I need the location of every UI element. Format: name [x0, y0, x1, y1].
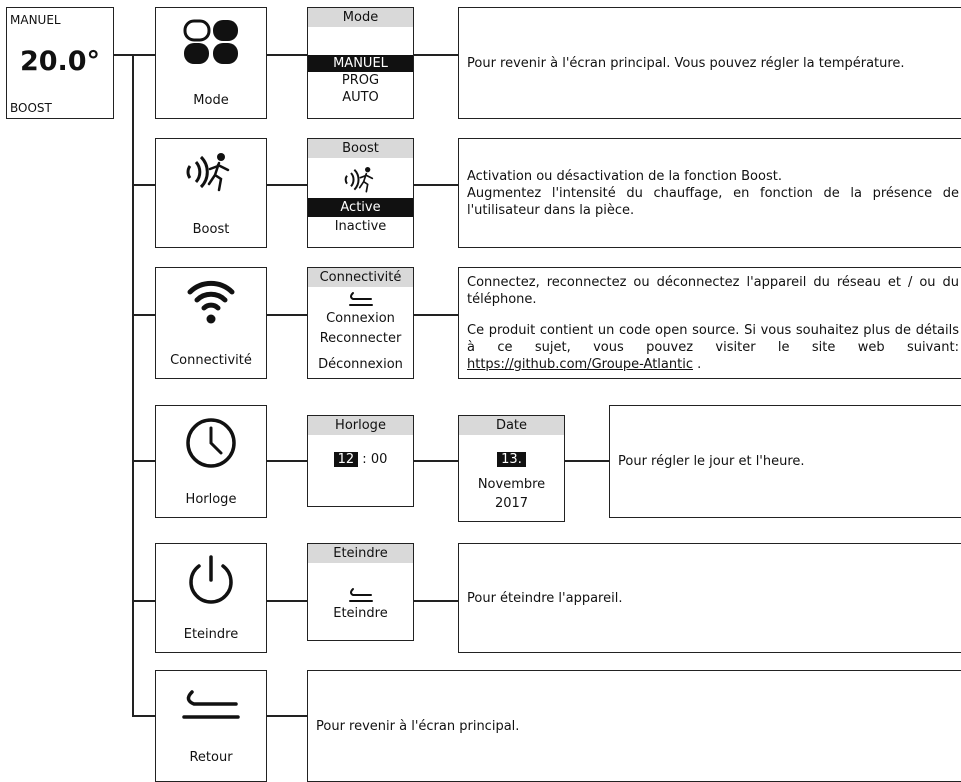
- main-screen: MANUEL 20.0° BOOST: [6, 7, 114, 119]
- eteindre-return-icon[interactable]: [347, 587, 375, 603]
- mode-option-auto[interactable]: AUTO: [342, 90, 379, 105]
- connectivite-option-deconnexion[interactable]: Déconnexion: [318, 357, 403, 372]
- main-screen-mode: MANUEL: [10, 13, 61, 27]
- horloge-hour[interactable]: 12: [333, 452, 359, 467]
- menu-item-horloge[interactable]: Horloge: [155, 405, 267, 518]
- eteindre-screen: Eteindre Eteindre: [307, 543, 414, 641]
- menu-item-boost-label: Boost: [192, 222, 230, 237]
- horloge-screen-title: Horloge: [308, 416, 413, 435]
- connectivite-description-line-1: Connectez, reconnectez ou déconnectez l'…: [467, 274, 959, 307]
- boost-screen-title: Boost: [308, 139, 413, 158]
- eteindre-option[interactable]: Eteindre: [333, 606, 388, 621]
- date-screen: Date 13. Novembre 2017: [458, 415, 565, 522]
- menu-item-mode[interactable]: Mode: [155, 7, 267, 119]
- menu-item-connectivite[interactable]: Connectivité: [155, 267, 267, 379]
- horloge-separator: :: [362, 452, 367, 467]
- retour-description: Pour revenir à l'écran principal.: [316, 718, 520, 734]
- connectivite-screen-title: Connectivité: [308, 268, 413, 287]
- connectivite-option-reconnecter[interactable]: Reconnecter: [319, 331, 402, 346]
- horloge-description-box: Pour régler le jour et l'heure.: [609, 405, 961, 518]
- boost-description-box: Activation ou désactivation de la foncti…: [458, 138, 961, 248]
- horloge-description: Pour régler le jour et l'heure.: [618, 454, 805, 469]
- connectivite-description-text: Ce produit contient un code open source.…: [467, 322, 959, 355]
- boost-option-active[interactable]: Active: [308, 198, 413, 217]
- connectivite-description-line-2: Ce produit contient un code open source.…: [467, 322, 959, 373]
- menu-item-retour-label: Retour: [189, 750, 233, 765]
- mode-description: Pour revenir à l'écran principal. Vous p…: [467, 55, 905, 71]
- github-link[interactable]: https://github.com/Groupe-Atlantic: [467, 356, 693, 372]
- mode-option-prog[interactable]: PROG: [341, 73, 380, 88]
- horloge-minute[interactable]: 00: [370, 452, 388, 467]
- main-screen-boost: BOOST: [10, 101, 52, 115]
- retour-icon: [182, 690, 240, 719]
- boost-screen-icon: [344, 167, 373, 193]
- menu-item-retour[interactable]: Retour: [155, 670, 267, 782]
- boost-option-inactive[interactable]: Inactive: [334, 219, 387, 234]
- menu-item-eteindre[interactable]: Eteindre: [155, 543, 267, 653]
- mode-screen: Mode MANUEL PROG AUTO: [307, 7, 414, 119]
- eteindre-screen-title: Eteindre: [308, 544, 413, 563]
- horloge-screen: Horloge 12 : 00: [307, 415, 414, 507]
- date-day[interactable]: 13.: [497, 452, 526, 467]
- connectivite-link-suffix: .: [692, 356, 702, 372]
- menu-item-connectivite-label: Connectivité: [170, 353, 252, 368]
- mode-icon: [183, 19, 238, 64]
- boost-icon: [186, 153, 230, 192]
- boost-description-line-2: Augmentez l'intensité du chauffage, en f…: [467, 185, 959, 218]
- boost-screen: Boost Active Inactive: [307, 138, 414, 248]
- menu-item-eteindre-label: Eteindre: [183, 627, 239, 642]
- boost-description-line-1: Activation ou désactivation de la foncti…: [467, 168, 782, 184]
- mode-screen-title: Mode: [308, 8, 413, 27]
- connectivite-option-connexion[interactable]: Connexion: [326, 311, 395, 326]
- connectivite-description-box: Connectez, reconnectez ou déconnectez l'…: [458, 267, 961, 379]
- menu-item-horloge-label: Horloge: [185, 492, 237, 507]
- eteindre-description: Pour éteindre l'appareil.: [467, 590, 623, 606]
- return-icon[interactable]: [347, 291, 375, 307]
- mode-description-box: Pour revenir à l'écran principal. Vous p…: [458, 7, 961, 119]
- power-icon: [189, 555, 233, 604]
- menu-item-boost[interactable]: Boost: [155, 138, 267, 248]
- date-year[interactable]: 2017: [494, 496, 529, 511]
- clock-icon: [186, 418, 236, 468]
- date-month[interactable]: Novembre: [477, 477, 546, 492]
- menu-item-mode-label: Mode: [193, 93, 229, 108]
- eteindre-description-box: Pour éteindre l'appareil.: [458, 543, 961, 653]
- date-screen-title: Date: [459, 416, 564, 435]
- retour-description-box: Pour revenir à l'écran principal.: [307, 670, 961, 782]
- wifi-icon: [187, 280, 235, 324]
- mode-option-manuel[interactable]: MANUEL: [308, 55, 413, 72]
- main-screen-temperature: 20.0°: [19, 46, 101, 77]
- connectivite-screen: Connectivité Connexion Reconnecter Décon…: [307, 267, 414, 379]
